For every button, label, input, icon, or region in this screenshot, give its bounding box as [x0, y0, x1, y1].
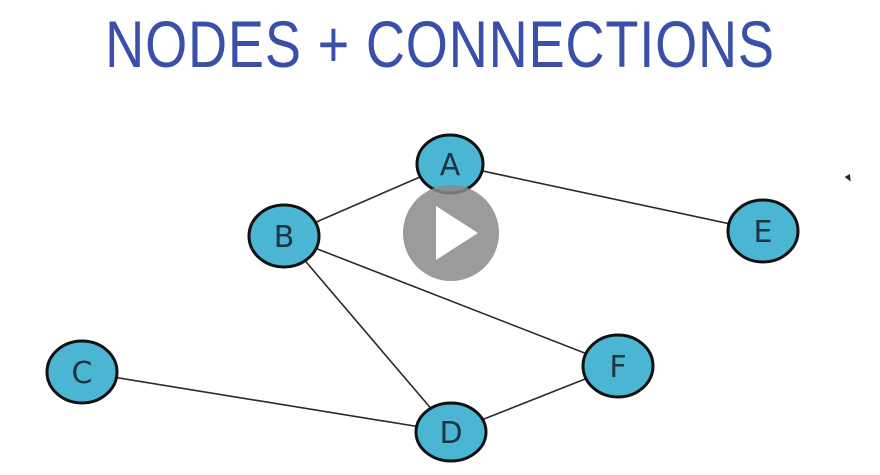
- node-label: B: [274, 220, 295, 255]
- node-d: D: [414, 401, 488, 463]
- node-circle: [45, 339, 119, 405]
- node-label: F: [609, 350, 626, 385]
- play-icon[interactable]: [436, 206, 478, 260]
- node-c: C: [45, 339, 119, 405]
- node-label: A: [440, 148, 461, 183]
- edge-b-f: [283, 235, 619, 367]
- node-circle: [581, 333, 655, 399]
- edge-b-d: [283, 235, 452, 433]
- node-f: F: [581, 333, 655, 399]
- node-circle: [414, 401, 488, 463]
- slide-title: NODES + CONNECTIONS: [105, 7, 775, 81]
- node-e: E: [726, 198, 800, 264]
- node-label: C: [72, 356, 93, 391]
- node-circle: [726, 198, 800, 264]
- node-a: A: [415, 133, 485, 195]
- edge-a-e: [449, 163, 764, 232]
- node-circle: [247, 203, 321, 269]
- nodes-layer: A B C D E F: [45, 133, 800, 463]
- node-b: B: [247, 203, 321, 269]
- play-button[interactable]: [403, 185, 499, 281]
- node-label: D: [439, 416, 462, 451]
- edge-c-d: [81, 371, 452, 433]
- node-label: E: [754, 215, 773, 250]
